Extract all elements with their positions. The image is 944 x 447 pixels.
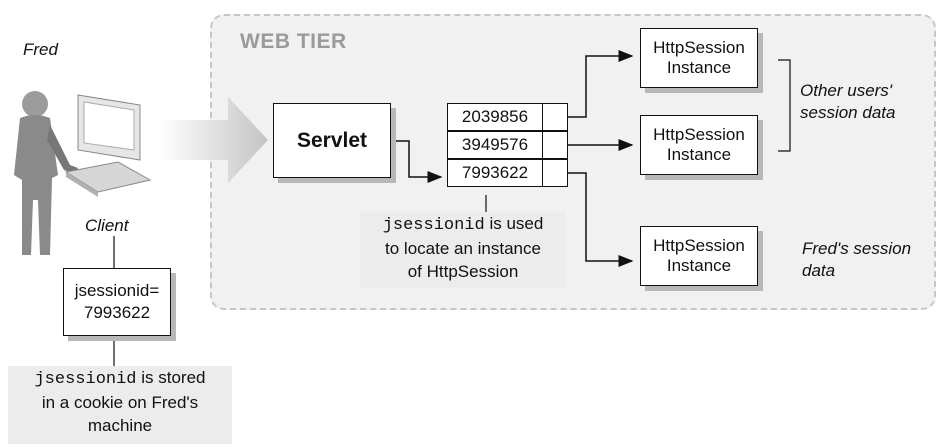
session-title: HttpSession (653, 38, 745, 57)
session-id-cell: 2039856 (447, 103, 543, 131)
lookup-note-line3: of HttpSession (407, 262, 519, 281)
user-name-label: Fred (23, 40, 58, 59)
pointer-cell (542, 131, 568, 159)
session-title: HttpSession (653, 236, 745, 255)
lookup-note: jsessionid is used to locate an instance… (360, 212, 566, 288)
other-users-note: Other users' session data (800, 80, 895, 124)
computer-icon (64, 94, 152, 197)
session-id-cell: 7993622 (447, 159, 543, 187)
cookie-note: jsessionid is stored in a cookie on Fred… (8, 366, 232, 444)
cookie-note-code: jsessionid (34, 370, 137, 389)
session-subtitle: Instance (666, 145, 732, 164)
fred-note-line2: data (802, 261, 836, 280)
session-id-cell: 3949576 (447, 131, 543, 159)
cookie-note-line2: in a cookie on Fred's (41, 393, 199, 412)
fred-note-line1: Fred's session (802, 239, 912, 258)
servlet-label: Servlet (296, 128, 368, 152)
servlet-box: Servlet (273, 103, 391, 178)
request-arrow (160, 97, 268, 183)
pointer-cell (542, 103, 568, 131)
lookup-note-line1: is used (484, 214, 544, 233)
session-title: HttpSession (653, 125, 745, 144)
cookie-key: jsessionid= (74, 281, 160, 300)
session-subtitle: Instance (666, 256, 732, 275)
other-users-note-line2: session data (800, 103, 896, 122)
cookie-note-line1: is stored (136, 368, 206, 387)
lookup-note-code: jsessionid (382, 216, 485, 235)
cookie-box: jsessionid= 7993622 (63, 268, 171, 336)
session-subtitle: Instance (666, 58, 732, 77)
lookup-note-line2: to locate an instance (385, 239, 541, 258)
pointer-cell (542, 159, 568, 187)
cookie-value: 7993622 (83, 303, 151, 322)
cookie-note-line3: machine (87, 416, 153, 435)
other-users-note-line1: Other users' (800, 81, 893, 100)
fred-session-note: Fred's session data (802, 238, 911, 282)
client-label: Client (85, 216, 129, 235)
fred-user-icon (14, 91, 78, 255)
web-tier-label: WEB TIER (240, 30, 347, 53)
